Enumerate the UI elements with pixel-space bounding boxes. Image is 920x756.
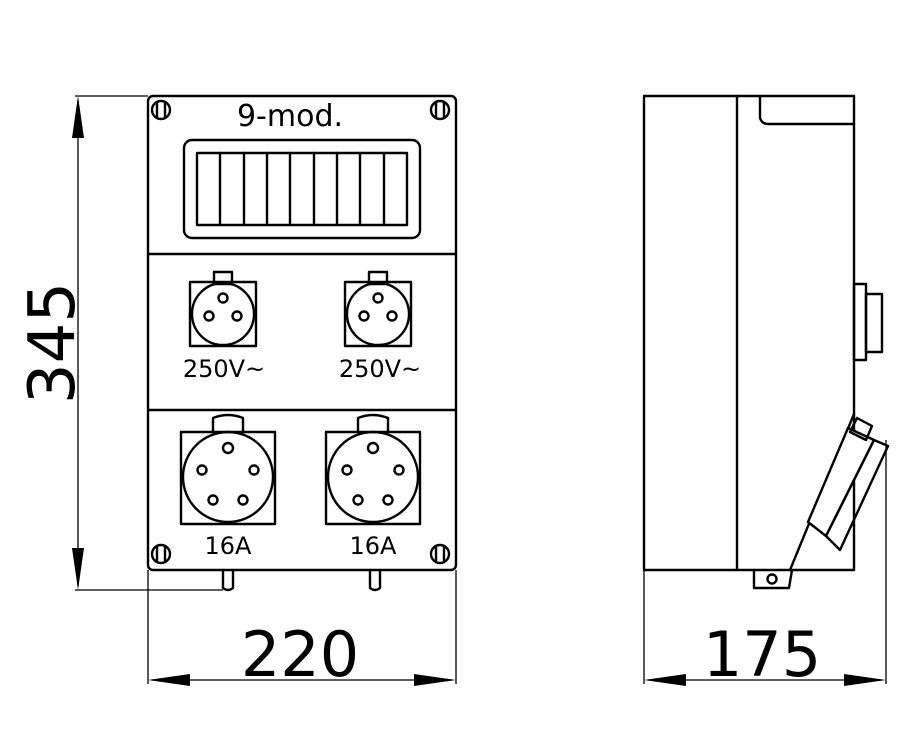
cable-entry-slot: [221, 568, 235, 592]
screw-icon: [429, 99, 451, 121]
screw-icon: [429, 543, 451, 565]
socket-label: 16A: [205, 532, 253, 560]
socket-profile: [852, 282, 868, 362]
dimension-depth: 175: [643, 440, 887, 691]
dimension-height: 345: [16, 95, 223, 591]
module-label: 9-mod.: [237, 99, 343, 134]
screw-icon: [150, 543, 172, 565]
socket-16a-right: [324, 413, 422, 526]
angled-socket-body: [806, 426, 876, 538]
front-housing: [146, 94, 458, 572]
socket-250v-right: [343, 270, 413, 348]
breaker-window-frame: [182, 138, 422, 240]
dimension-width: 220: [147, 570, 457, 691]
lid-edge: [758, 94, 856, 126]
dimension-depth-label: 175: [703, 618, 821, 691]
screw-icon: [150, 99, 172, 121]
dimension-height-label: 345: [16, 282, 90, 404]
socket-label: 250V~: [339, 355, 421, 383]
angled-socket-flange: [824, 438, 890, 552]
mounting-tab: [752, 568, 794, 590]
socket-label: 250V~: [183, 355, 265, 383]
side-view: [642, 94, 890, 590]
angled-socket-cap: [848, 416, 874, 442]
dimension-width-label: 220: [241, 618, 359, 691]
front-view: 9-mod. 250V~: [146, 94, 458, 592]
socket-profile: [864, 292, 884, 354]
socket-label: 16A: [350, 532, 398, 560]
socket-250v-left: [188, 270, 258, 348]
mounting-hole: [766, 573, 778, 585]
cable-entry-slot: [368, 568, 382, 592]
socket-16a-left: [179, 413, 277, 526]
breaker-window: [195, 151, 409, 227]
breaker-module-slots: [218, 151, 386, 227]
